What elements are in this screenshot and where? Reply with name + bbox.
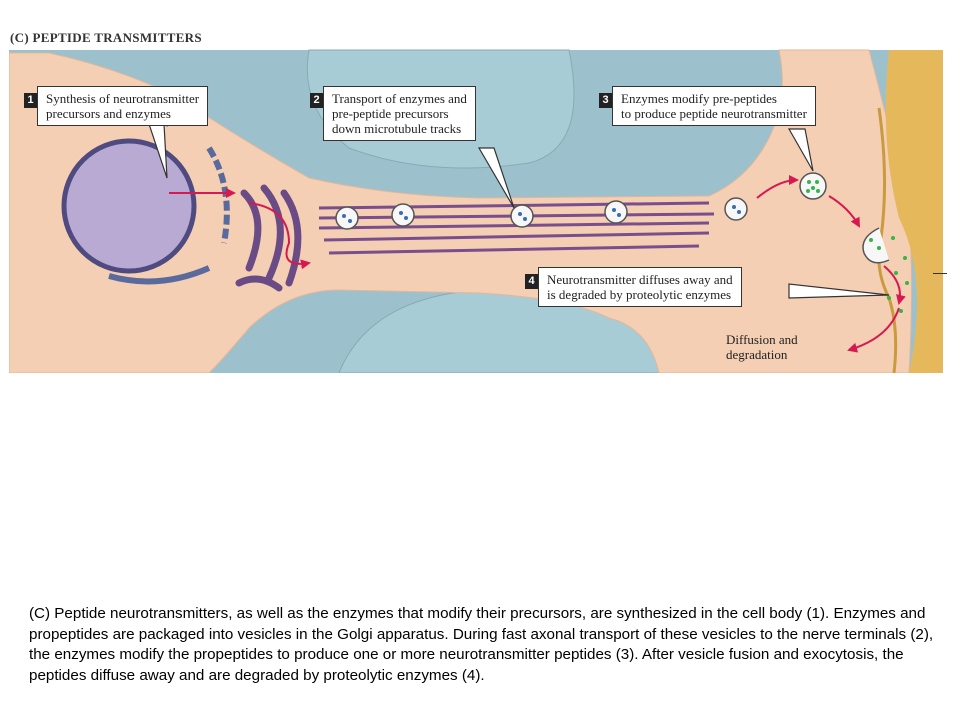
enzyme-dots [342, 205, 741, 223]
figure-title: (C) PEPTIDE TRANSMITTERS [10, 30, 202, 45]
released-peptides [869, 236, 909, 313]
callout-4-line-2: is degraded by proteolytic enzymes [547, 287, 732, 302]
callout-4-number: 4 [525, 274, 538, 289]
diffusion-label-line-1: Diffusion and [726, 332, 798, 347]
figure-caption: (C) Peptide neurotransmitters, as well a… [29, 605, 934, 684]
exocytosis-site [862, 227, 890, 264]
callout-2-line-1: Transport of enzymes and [332, 91, 467, 106]
callout-2-line-2: pre-peptide precursors [332, 106, 449, 121]
callout-pointers [148, 123, 890, 299]
callout-1: 1 Synthesis of neurotransmitter precurso… [24, 86, 209, 126]
callout-2: 2 Transport of enzymes and pre-peptide p… [310, 86, 476, 141]
callout-2-line-3: down microtubule tracks [332, 121, 462, 136]
microtubules [318, 201, 715, 255]
callout-4-line-1: Neurotransmitter diffuses away and [547, 272, 733, 287]
callout-4: 4 Neurotransmitter diffuses away and is … [525, 267, 742, 307]
callout-1-line-2: precursors and enzymes [46, 106, 171, 121]
nucleus [61, 138, 197, 274]
callout-1-line-1: Synthesis of neurotransmitter [46, 91, 200, 106]
edge-tick-mark [933, 273, 947, 274]
pathway-arrows [169, 175, 906, 353]
postsynaptic-cell [885, 50, 943, 373]
golgi-apparatus [235, 184, 302, 292]
diffusion-label: Diffusion and degradation [726, 332, 798, 362]
callout-3-number: 3 [599, 93, 612, 108]
neuron-diagram [9, 49, 943, 373]
callout-1-number: 1 [24, 93, 37, 108]
callout-3-line-2: to produce peptide neurotransmitter [621, 106, 807, 121]
peptide-dots [806, 180, 820, 193]
callout-3-line-1: Enzymes modify pre-peptides [621, 91, 777, 106]
rough-er [206, 146, 230, 244]
callout-2-number: 2 [310, 93, 323, 108]
diffusion-label-line-2: degradation [726, 347, 788, 362]
transport-vesicles [335, 197, 748, 230]
callout-3: 3 Enzymes modify pre-peptides to produce… [599, 86, 816, 126]
